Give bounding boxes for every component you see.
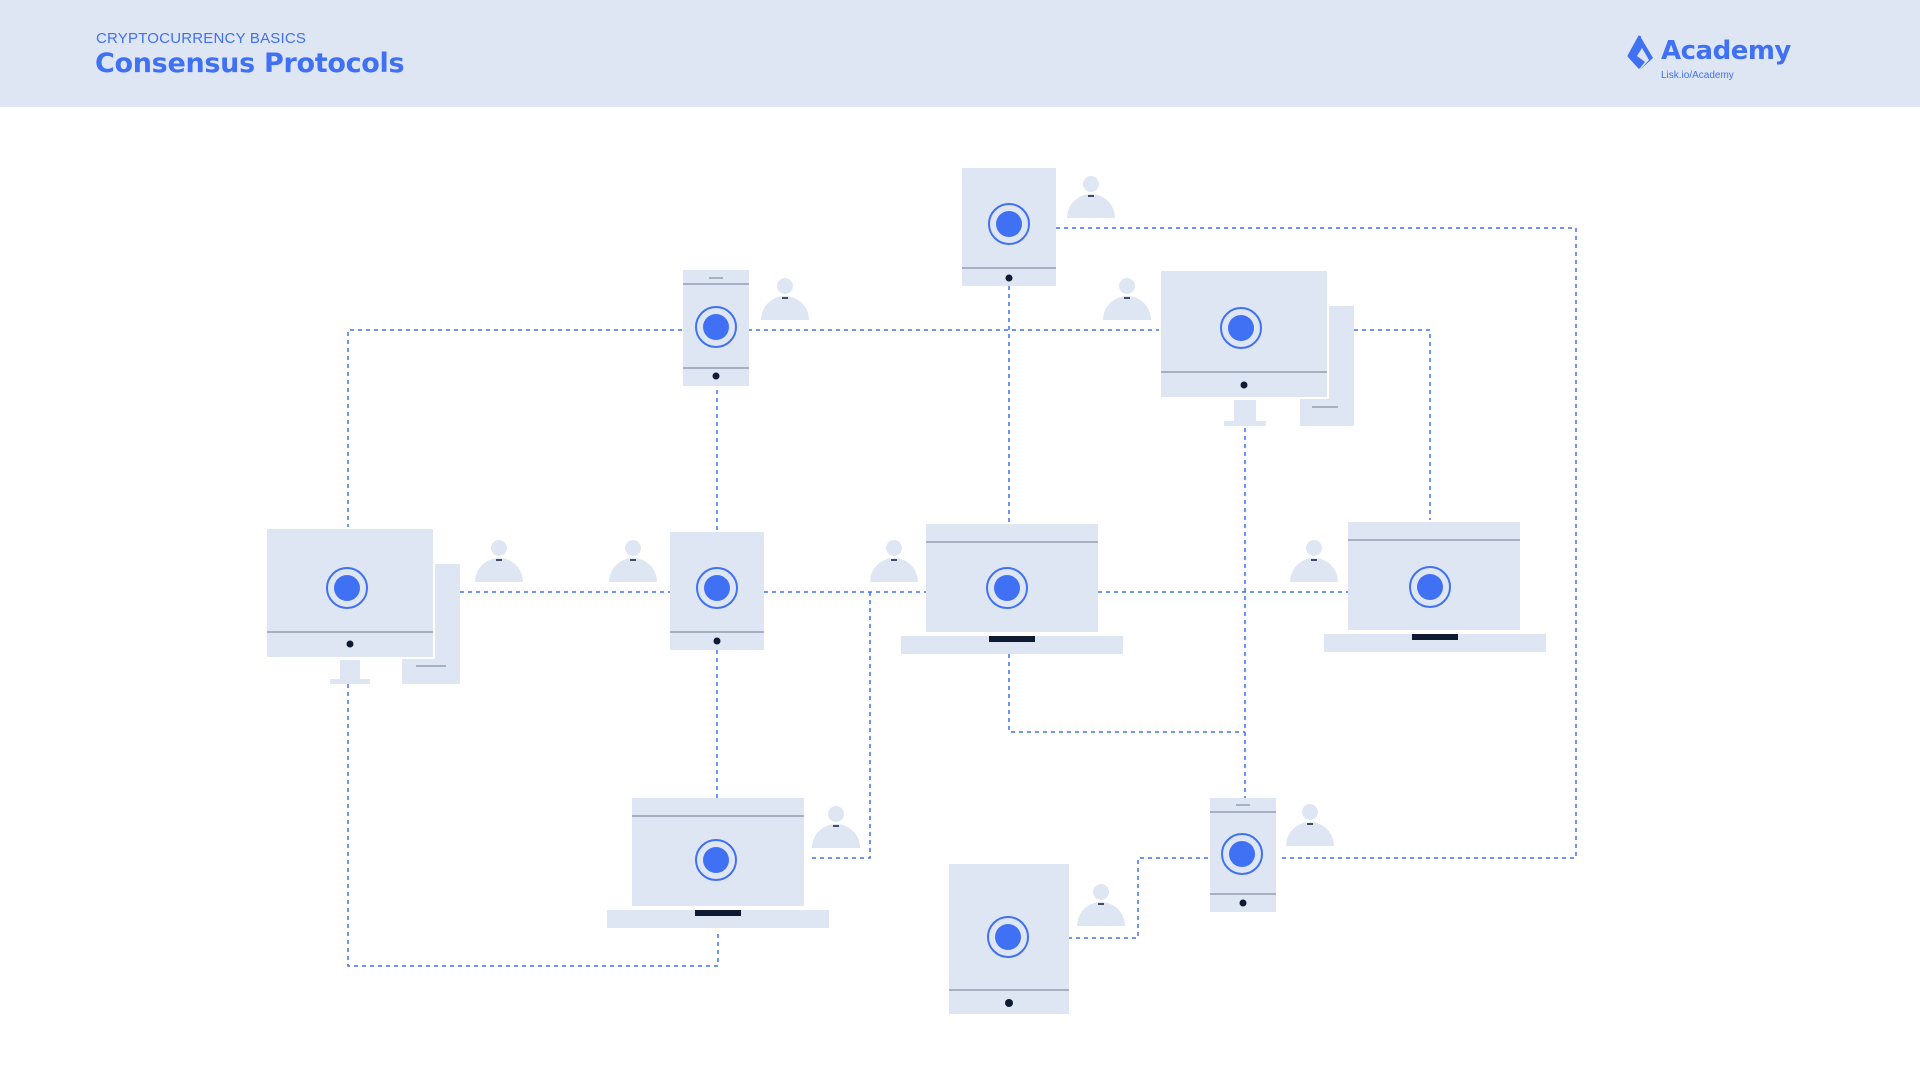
user-icon — [1067, 176, 1115, 218]
link-line — [1068, 857, 1210, 939]
node-desktop-left — [265, 527, 460, 684]
node-laptop-center — [901, 524, 1123, 654]
node-top-tower — [962, 168, 1056, 286]
user-icon — [475, 540, 523, 582]
user-icon — [761, 278, 809, 320]
link-line — [1008, 654, 1245, 733]
blockchain-node-icon — [326, 567, 368, 609]
link-line — [1056, 227, 1577, 859]
link-line — [808, 592, 871, 859]
blockchain-node-icon — [988, 203, 1030, 245]
user-icon — [1103, 278, 1151, 320]
blockchain-node-icon — [986, 567, 1028, 609]
node-laptop-bottom — [607, 798, 829, 928]
academy-logo[interactable]: Academy Lisk.io/Academy — [1625, 34, 1795, 84]
user-icon — [870, 540, 918, 582]
link-line — [1354, 329, 1431, 520]
blockchain-node-icon — [696, 567, 738, 609]
user-icon — [812, 806, 860, 848]
link-line — [347, 329, 686, 528]
page-title: Consensus Protocols — [95, 48, 405, 79]
user-icon — [1290, 540, 1338, 582]
network-links — [347, 227, 1577, 967]
blockchain-node-icon — [1221, 833, 1263, 875]
node-phone-upper — [683, 270, 749, 386]
blockchain-node-icon — [695, 839, 737, 881]
blockchain-node-icon — [987, 916, 1029, 958]
node-tablet-bottom — [949, 864, 1069, 1014]
blockchain-node-icon — [1409, 566, 1451, 608]
logo-name: Academy — [1661, 36, 1791, 66]
node-tablet-center — [670, 532, 764, 650]
section-subtitle: CRYPTOCURRENCY BASICS — [96, 30, 307, 47]
node-phone-lower — [1210, 798, 1276, 912]
node-desktop-upper-right — [1159, 269, 1354, 426]
blockchain-node-icon — [695, 306, 737, 348]
blockchain-node-icon — [1220, 307, 1262, 349]
user-icon — [609, 540, 657, 582]
user-icon — [1286, 804, 1334, 846]
user-icon — [1077, 884, 1125, 926]
link-line — [347, 684, 719, 967]
lisk-logo-icon — [1627, 35, 1653, 70]
logo-url: Lisk.io/Academy — [1661, 70, 1734, 81]
header-bar: CRYPTOCURRENCY BASICS Consensus Protocol… — [0, 0, 1920, 107]
node-laptop-right — [1324, 522, 1546, 652]
